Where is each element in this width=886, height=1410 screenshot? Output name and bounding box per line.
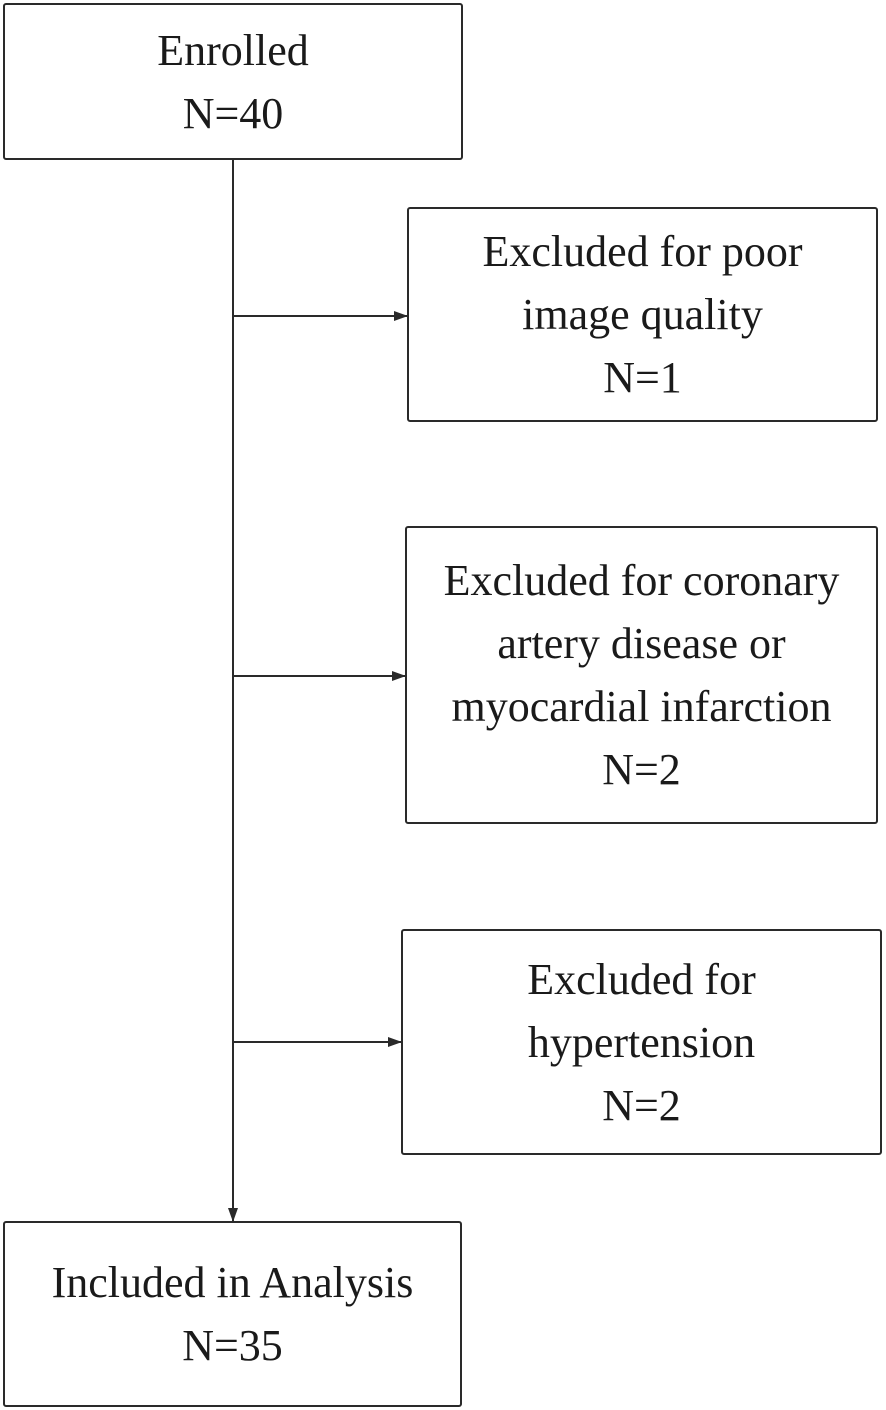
included-count: N=35 bbox=[182, 1321, 283, 1370]
exclusion-label-line: artery disease or bbox=[497, 619, 786, 668]
enrolled-label: Enrolled bbox=[157, 25, 309, 75]
exclusion-label-line: Excluded for poor bbox=[482, 227, 803, 276]
exclusion-label-line: hypertension bbox=[527, 1017, 756, 1067]
included-in-analysis-box: Included in Analysis N=35 bbox=[3, 1221, 462, 1407]
exclusion-count: N=2 bbox=[602, 1080, 681, 1130]
exclusion-count: N=1 bbox=[603, 353, 682, 402]
exclusion-label-line: Excluded for coronary bbox=[443, 556, 840, 605]
excluded-hypertension-box: Excluded for hypertension N=2 bbox=[401, 929, 882, 1155]
included-label: Included in Analysis bbox=[51, 1258, 414, 1307]
enrolled-count: N=40 bbox=[182, 88, 284, 138]
exclusion-label-line: Excluded for bbox=[527, 954, 756, 1004]
exclusion-label-line: myocardial infarction bbox=[451, 682, 832, 731]
excluded-poor-image-quality-box: Excluded for poor image quality N=1 bbox=[407, 207, 878, 422]
enrolled-box: Enrolled N=40 bbox=[3, 3, 463, 160]
excluded-coronary-disease-box: Excluded for coronary artery disease or … bbox=[405, 526, 878, 824]
exclusion-count: N=2 bbox=[602, 745, 681, 794]
exclusion-label-line: image quality bbox=[522, 290, 763, 339]
